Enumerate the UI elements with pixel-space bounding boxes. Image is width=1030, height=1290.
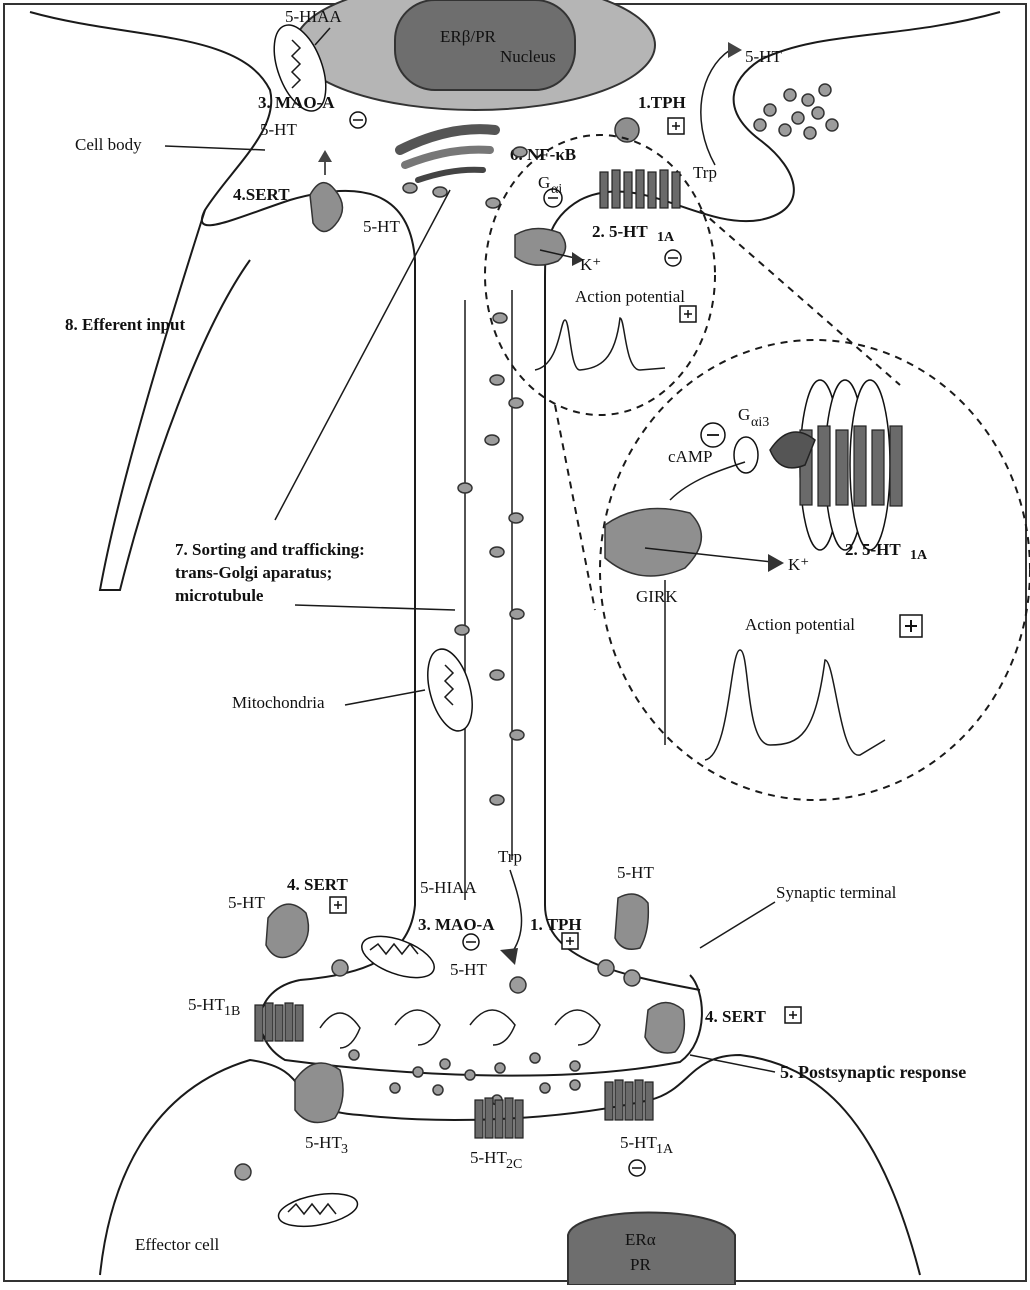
zoom-connector-top	[700, 210, 900, 385]
g-alpha-i-label: G	[538, 173, 550, 192]
girk-channel-large	[605, 509, 701, 576]
frame-border	[4, 4, 1026, 1281]
ht-bottom-right-label: 5-HT	[617, 863, 654, 882]
sert-bottom-right-label: 4. SERT	[705, 1007, 766, 1026]
mao-a-bottom-label: 3. MAO-A	[418, 915, 495, 934]
ht1a-top-sub-label: 1A	[657, 230, 675, 245]
ht-reuptake-transporter	[615, 894, 648, 949]
k-top-label: K⁺	[580, 255, 601, 274]
ht-synapse-label: 5-HT	[450, 960, 487, 979]
action-potential-trace-large	[705, 650, 885, 760]
sert-bottom-right-transporter	[645, 1003, 684, 1054]
synaptic-terminal-label: Synaptic terminal	[776, 883, 897, 902]
ht-top-right-label: 5-HT	[745, 47, 782, 66]
ht-bottom-left-label: 5-HT	[228, 893, 265, 912]
action-potential-trace-small	[535, 318, 665, 370]
girk-label: GIRK	[636, 587, 678, 606]
sert-bottom-left-label: 4. SERT	[287, 875, 348, 894]
ht1a-receptor-large	[800, 380, 902, 550]
g-protein-subunit	[734, 437, 758, 473]
efferent-dendrite	[100, 210, 250, 590]
cell-body-membrane-right	[545, 12, 1000, 990]
nucleus-er-label: ERβ/PR	[440, 27, 497, 46]
ht1a-receptor-bottom	[605, 1080, 653, 1120]
ht1a-zoom-label: 2. 5-HT	[845, 540, 901, 559]
ht1a-bottom-sub-label: 1A	[656, 1142, 674, 1157]
terminal-vesicles	[332, 960, 640, 1105]
ht3-label: 5-HT	[305, 1133, 342, 1152]
mitochondria-label: Mitochondria	[232, 693, 325, 712]
sert-top-label: 4.SERT	[233, 185, 290, 204]
synaptic-terminal-membrane	[260, 975, 702, 1076]
g-alpha-i3-sub-label: αi3	[751, 415, 769, 430]
cell-body-membrane-left	[30, 12, 415, 980]
trp-bottom-label: Trp	[498, 847, 522, 866]
ht3-sub-label: 3	[341, 1142, 348, 1157]
ht2c-sub-label: 2C	[506, 1157, 522, 1172]
synaptic-terminal-pointer	[700, 902, 775, 948]
trp-to-ht-arrowhead	[728, 42, 742, 58]
pr-label: PR	[630, 1255, 651, 1274]
sorting-label-line2: trans-Golgi aparatus;	[175, 563, 332, 582]
sorting-label-line1: 7. Sorting and trafficking:	[175, 540, 365, 559]
effector-vesicle	[235, 1164, 251, 1180]
cell-body-label: Cell body	[75, 135, 142, 154]
ht1a-zoom-sub-label: 1A	[910, 548, 928, 563]
ht1a-top-label: 2. 5-HT	[592, 222, 648, 241]
ht3-channel	[295, 1063, 343, 1123]
sert-bottom-left-transporter	[266, 904, 308, 957]
ht1b-label: 5-HT	[188, 995, 225, 1014]
ht1b-receptor	[255, 1003, 303, 1041]
k-zoom-label: K⁺	[788, 555, 809, 574]
golgi-stack-3	[418, 170, 483, 180]
ht1a-receptor-small	[600, 170, 680, 208]
sert-top-transporter	[310, 183, 343, 232]
trp-to-ht-arrow	[701, 50, 730, 165]
vesicle-cluster-top	[754, 84, 838, 139]
nucleus-label: Nucleus	[500, 47, 556, 66]
effector-cell-label: Effector cell	[135, 1235, 219, 1254]
postsynaptic-pointer	[690, 1055, 775, 1072]
mitochondrion-axon	[420, 644, 480, 735]
hiaa-top-label: 5-HIAA	[285, 7, 342, 26]
g-alpha-i3-label: G	[738, 405, 750, 424]
ht2c-label: 5-HT	[470, 1148, 507, 1167]
action-potential-zoom-label: Action potential	[745, 615, 855, 634]
er-alpha-label: ERα	[625, 1230, 656, 1249]
mitochondria-pointer	[345, 690, 425, 705]
golgi-stack-2	[405, 150, 490, 165]
tph-bottom-label: 1. TPH	[530, 915, 582, 934]
girk-channel-small	[515, 228, 566, 265]
camp-label: cAMP	[668, 447, 712, 466]
mao-a-top-label: 3. MAO-A	[258, 93, 335, 112]
vesicle-fusion-profiles	[320, 1010, 600, 1048]
zoom-connector-bottom	[555, 405, 595, 610]
ht1b-sub-label: 1B	[224, 1004, 240, 1019]
sorting-pointer-microtubule	[295, 605, 455, 610]
tph-top-label: 1.TPH	[638, 93, 686, 112]
g-alpha-i-sub-label: αi	[551, 182, 562, 197]
sorting-pointer-golgi	[275, 190, 450, 520]
action-potential-top-label: Action potential	[575, 287, 685, 306]
trp-top-label: Trp	[693, 163, 717, 182]
mitochondrion-terminal	[356, 928, 439, 986]
ht1a-bottom-label: 5-HT	[620, 1133, 657, 1152]
k-efflux-arrowhead-large	[768, 554, 784, 572]
ht-under-mao-label: 5-HT	[260, 120, 297, 139]
postsynaptic-response-label: 5. Postsynaptic response	[780, 1062, 966, 1082]
ht2c-receptor	[475, 1098, 523, 1138]
efferent-input-label: 8. Efferent input	[65, 315, 185, 334]
cell-body-pointer	[165, 146, 265, 150]
sorting-label-line3: microtubule	[175, 586, 264, 605]
trp-bottom-arrowhead	[500, 948, 518, 965]
mitochondrion-effector	[276, 1188, 360, 1231]
sert-top-arrowhead	[318, 150, 332, 162]
hiaa-bottom-label: 5-HIAA	[420, 878, 477, 897]
ht-by-sert-label: 5-HT	[363, 217, 400, 236]
